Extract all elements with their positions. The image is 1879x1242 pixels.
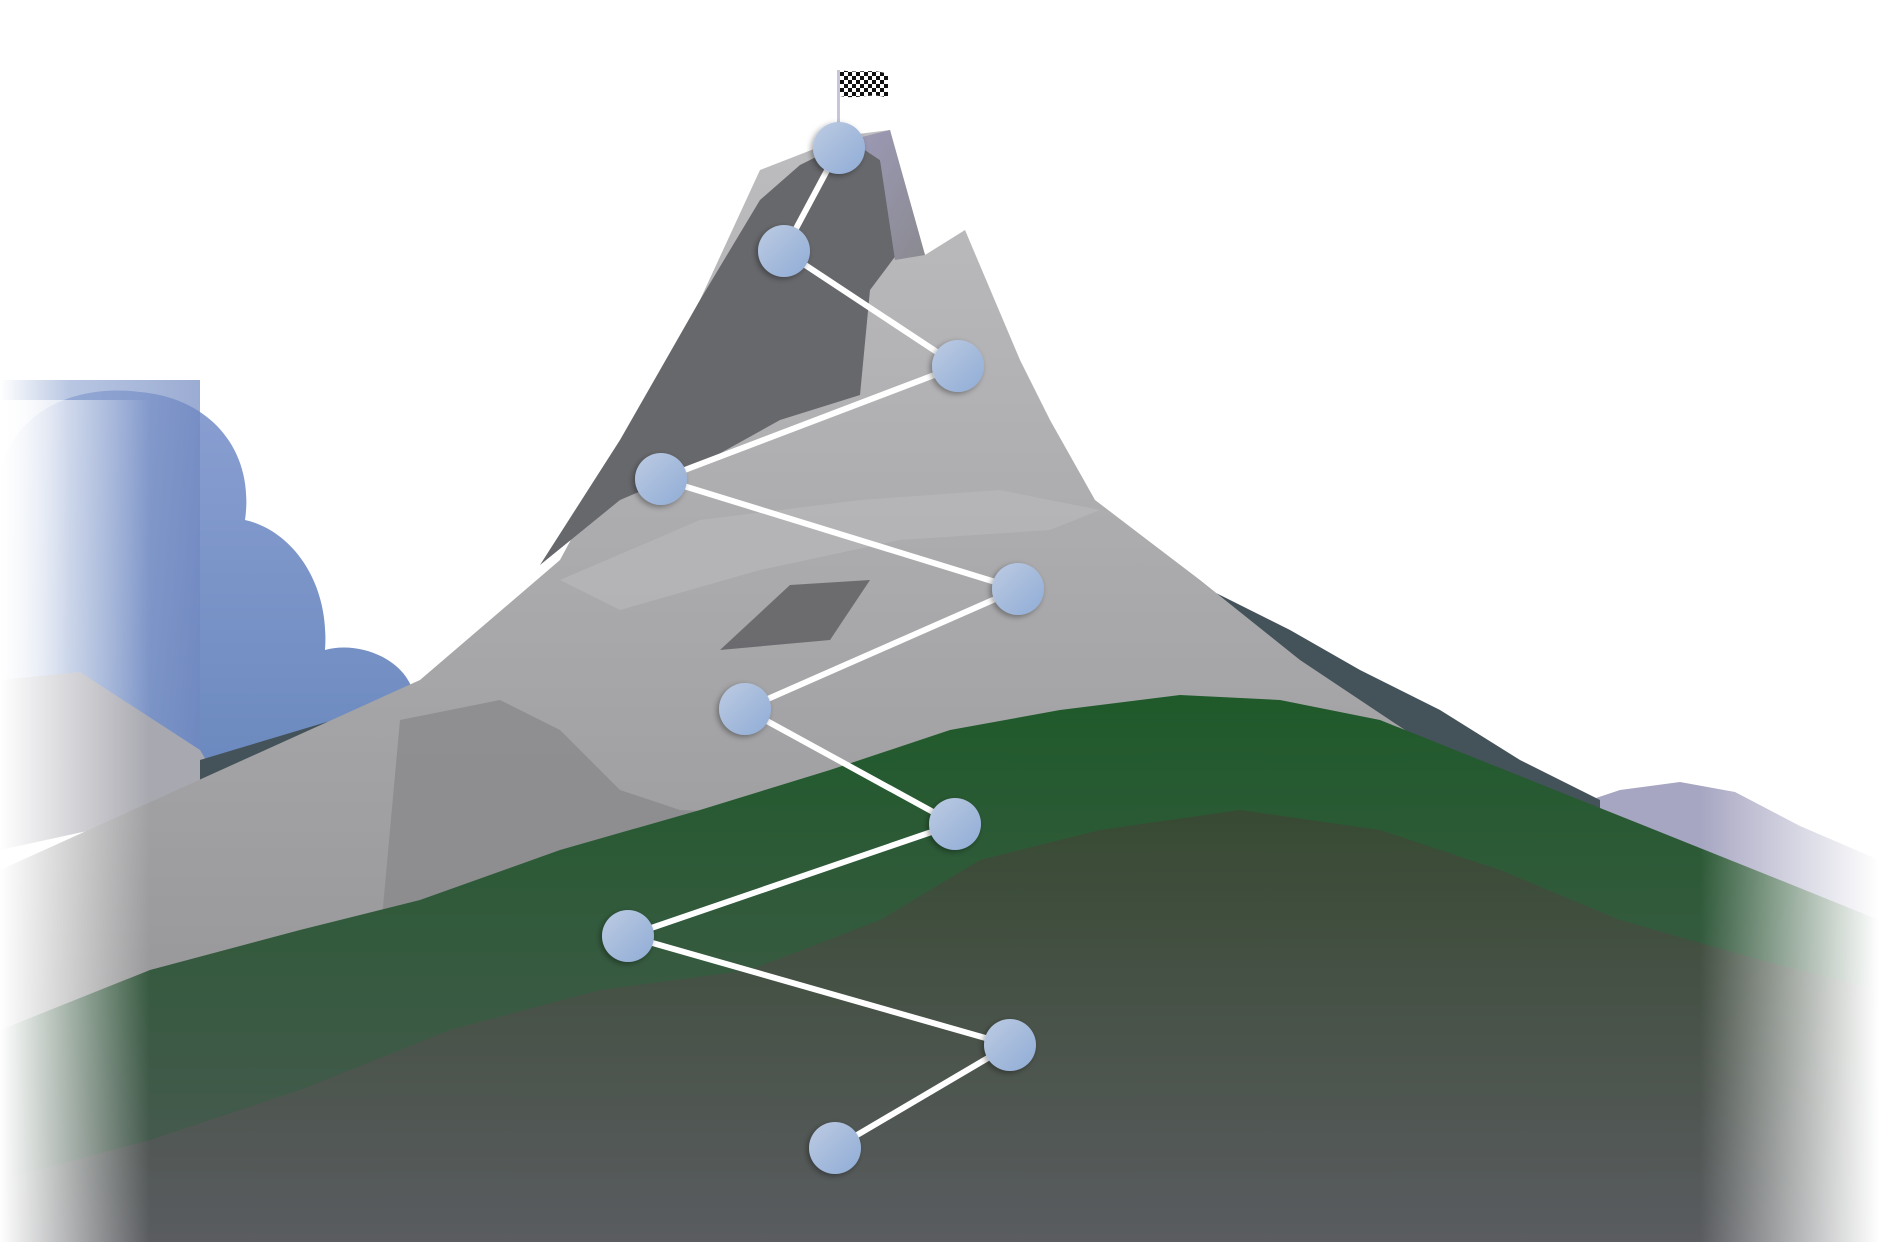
path-segment — [627, 933, 1011, 1048]
step-node-2[interactable] — [984, 1019, 1036, 1071]
path-segment — [743, 706, 957, 827]
path-segment — [627, 821, 956, 939]
fade-right — [1700, 700, 1879, 1242]
path-segment — [743, 586, 1020, 712]
step-node-1[interactable] — [809, 1122, 861, 1174]
step-node-4[interactable] — [929, 798, 981, 850]
path-segment — [782, 248, 960, 369]
path-segment — [660, 476, 1019, 592]
checkered-flag-icon — [837, 70, 888, 150]
step-node-3[interactable] — [602, 910, 654, 962]
step-node-5[interactable] — [719, 683, 771, 735]
step-node-7[interactable] — [635, 453, 687, 505]
mountain-shadow-face — [540, 140, 900, 565]
path-segment — [659, 363, 960, 482]
climb-path — [627, 146, 1020, 1151]
summit-step-node[interactable] — [813, 122, 865, 174]
step-node-9[interactable] — [758, 225, 810, 277]
path-segment — [833, 1042, 1012, 1151]
step-node-8[interactable] — [932, 340, 984, 392]
climb-steps — [602, 122, 1044, 1174]
fade-left — [0, 400, 150, 1242]
step-node-6[interactable] — [992, 563, 1044, 615]
